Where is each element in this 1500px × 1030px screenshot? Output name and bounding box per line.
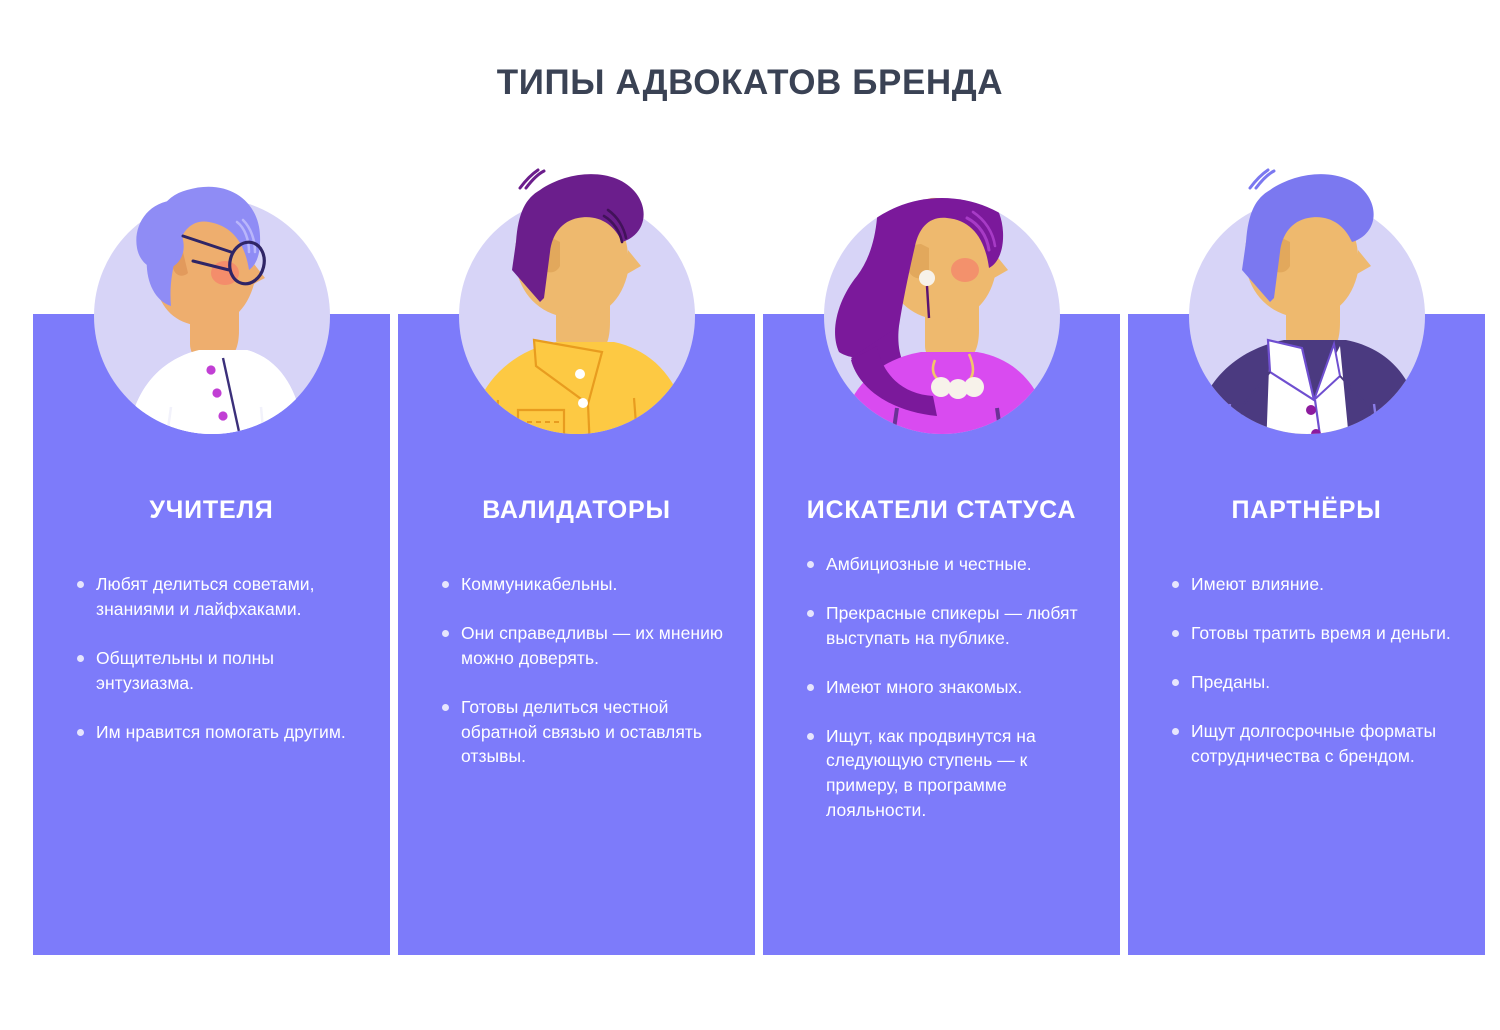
list-item: Они справедливы — их мнению можно доверя… (442, 621, 727, 671)
avatar-man-suit-white-shirt (1182, 160, 1432, 450)
columns-container: УЧИТЕЛЯ Любят делиться советами, знаниям… (33, 0, 1485, 1030)
panel-content-partners: ПАРТНЁРЫ Имеют влияние. Готовы тратить в… (1128, 314, 1485, 955)
list-item: Готовы тратить время и деньги. (1172, 621, 1457, 646)
list-item: Имеют много знакомых. (807, 675, 1092, 700)
avatar-man-yellow-shirt (452, 160, 702, 450)
column-title-validators: ВАЛИДАТОРЫ (482, 496, 671, 524)
page-title: ТИПЫ АДВОКАТОВ БРЕНДА (496, 63, 1004, 102)
bullet-list-validators: Коммуникабельны. Они справедливы — их мн… (420, 572, 733, 769)
list-item: Готовы делиться честной обратной связью … (442, 695, 727, 770)
panel-content-status-seekers: ИСКАТЕЛИ СТАТУСА Амбициозные и честные. … (763, 314, 1120, 955)
list-item: Ищут, как продвинутся на следующую ступе… (807, 724, 1092, 823)
column-partners: ПАРТНЁРЫ Имеют влияние. Готовы тратить в… (1128, 0, 1485, 1030)
list-item: Имеют влияние. (1172, 572, 1457, 597)
list-item: Им нравится помогать другим. (77, 720, 362, 745)
column-status-seekers: ИСКАТЕЛИ СТАТУСА Амбициозные и честные. … (763, 0, 1120, 1030)
avatar-elderly-woman-glasses (87, 160, 337, 450)
list-item: Ищут долгосрочные форматы сотрудничества… (1172, 719, 1457, 769)
list-item: Коммуникабельны. (442, 572, 727, 597)
bullet-list-teachers: Любят делиться советами, знаниями и лайф… (55, 572, 368, 744)
list-item: Преданы. (1172, 670, 1457, 695)
column-title-teachers: УЧИТЕЛЯ (149, 496, 274, 524)
list-item: Общительны и полны энтузиазма. (77, 646, 362, 696)
bullet-list-status-seekers: Амбициозные и честные. Прекрасные спикер… (785, 552, 1098, 823)
panel-content-validators: ВАЛИДАТОРЫ Коммуникабельны. Они справедл… (398, 314, 755, 955)
column-title-status-seekers: ИСКАТЕЛИ СТАТУСА (806, 496, 1077, 524)
column-title-partners: ПАРТНЁРЫ (1231, 496, 1382, 524)
bullet-list-partners: Имеют влияние. Готовы тратить время и де… (1150, 572, 1463, 768)
list-item: Прекрасные спикеры — любят выступать на … (807, 601, 1092, 651)
avatar-woman-purple-hair-necklace (817, 160, 1067, 450)
panel-content-teachers: УЧИТЕЛЯ Любят делиться советами, знаниям… (33, 314, 390, 955)
column-validators: ВАЛИДАТОРЫ Коммуникабельны. Они справедл… (398, 0, 755, 1030)
column-teachers: УЧИТЕЛЯ Любят делиться советами, знаниям… (33, 0, 390, 1030)
list-item: Амбициозные и честные. (807, 552, 1092, 577)
list-item: Любят делиться советами, знаниями и лайф… (77, 572, 362, 622)
